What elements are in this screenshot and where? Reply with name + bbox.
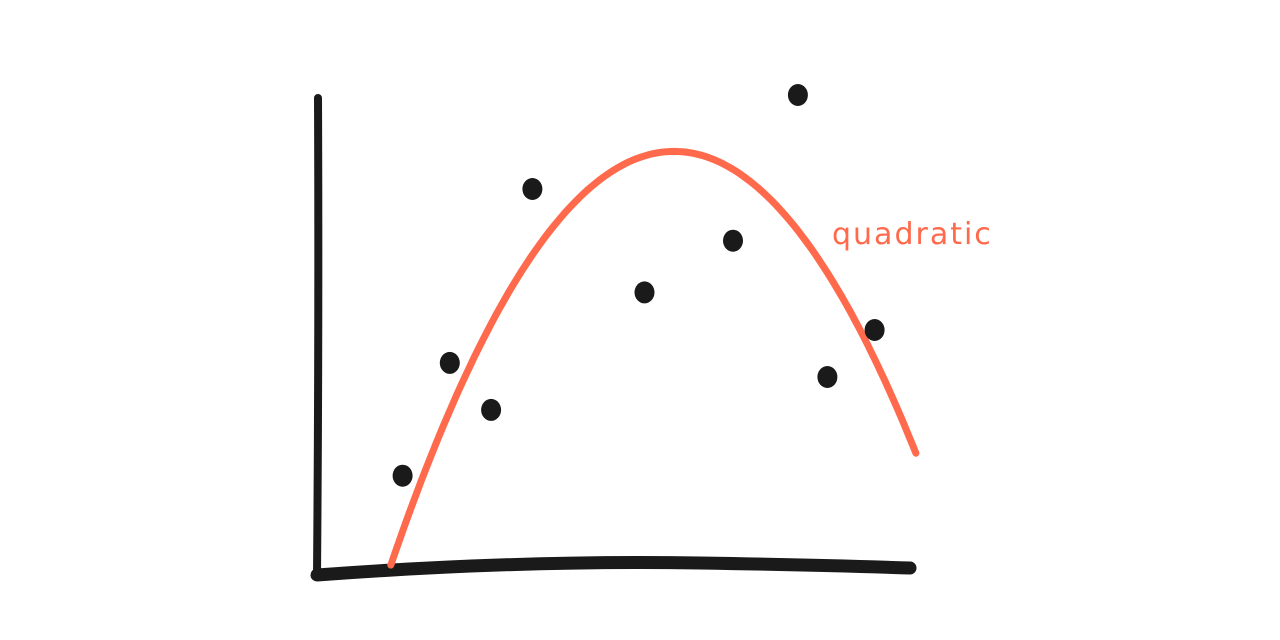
quadratic-fit-curve xyxy=(387,147,920,569)
data-point-4 xyxy=(522,178,543,200)
data-point-6 xyxy=(723,229,743,252)
data-point-3 xyxy=(481,398,502,421)
data-point-7 xyxy=(787,84,808,106)
data-point-9 xyxy=(864,319,885,341)
x-axis-line xyxy=(310,556,917,582)
y-axis-line xyxy=(313,94,323,579)
data-points xyxy=(392,84,885,487)
data-point-1 xyxy=(392,464,413,487)
data-point-5 xyxy=(634,281,655,304)
curve-label: quadratic xyxy=(832,217,993,252)
data-point-8 xyxy=(817,366,838,388)
axes xyxy=(310,94,917,582)
data-point-2 xyxy=(439,351,460,374)
